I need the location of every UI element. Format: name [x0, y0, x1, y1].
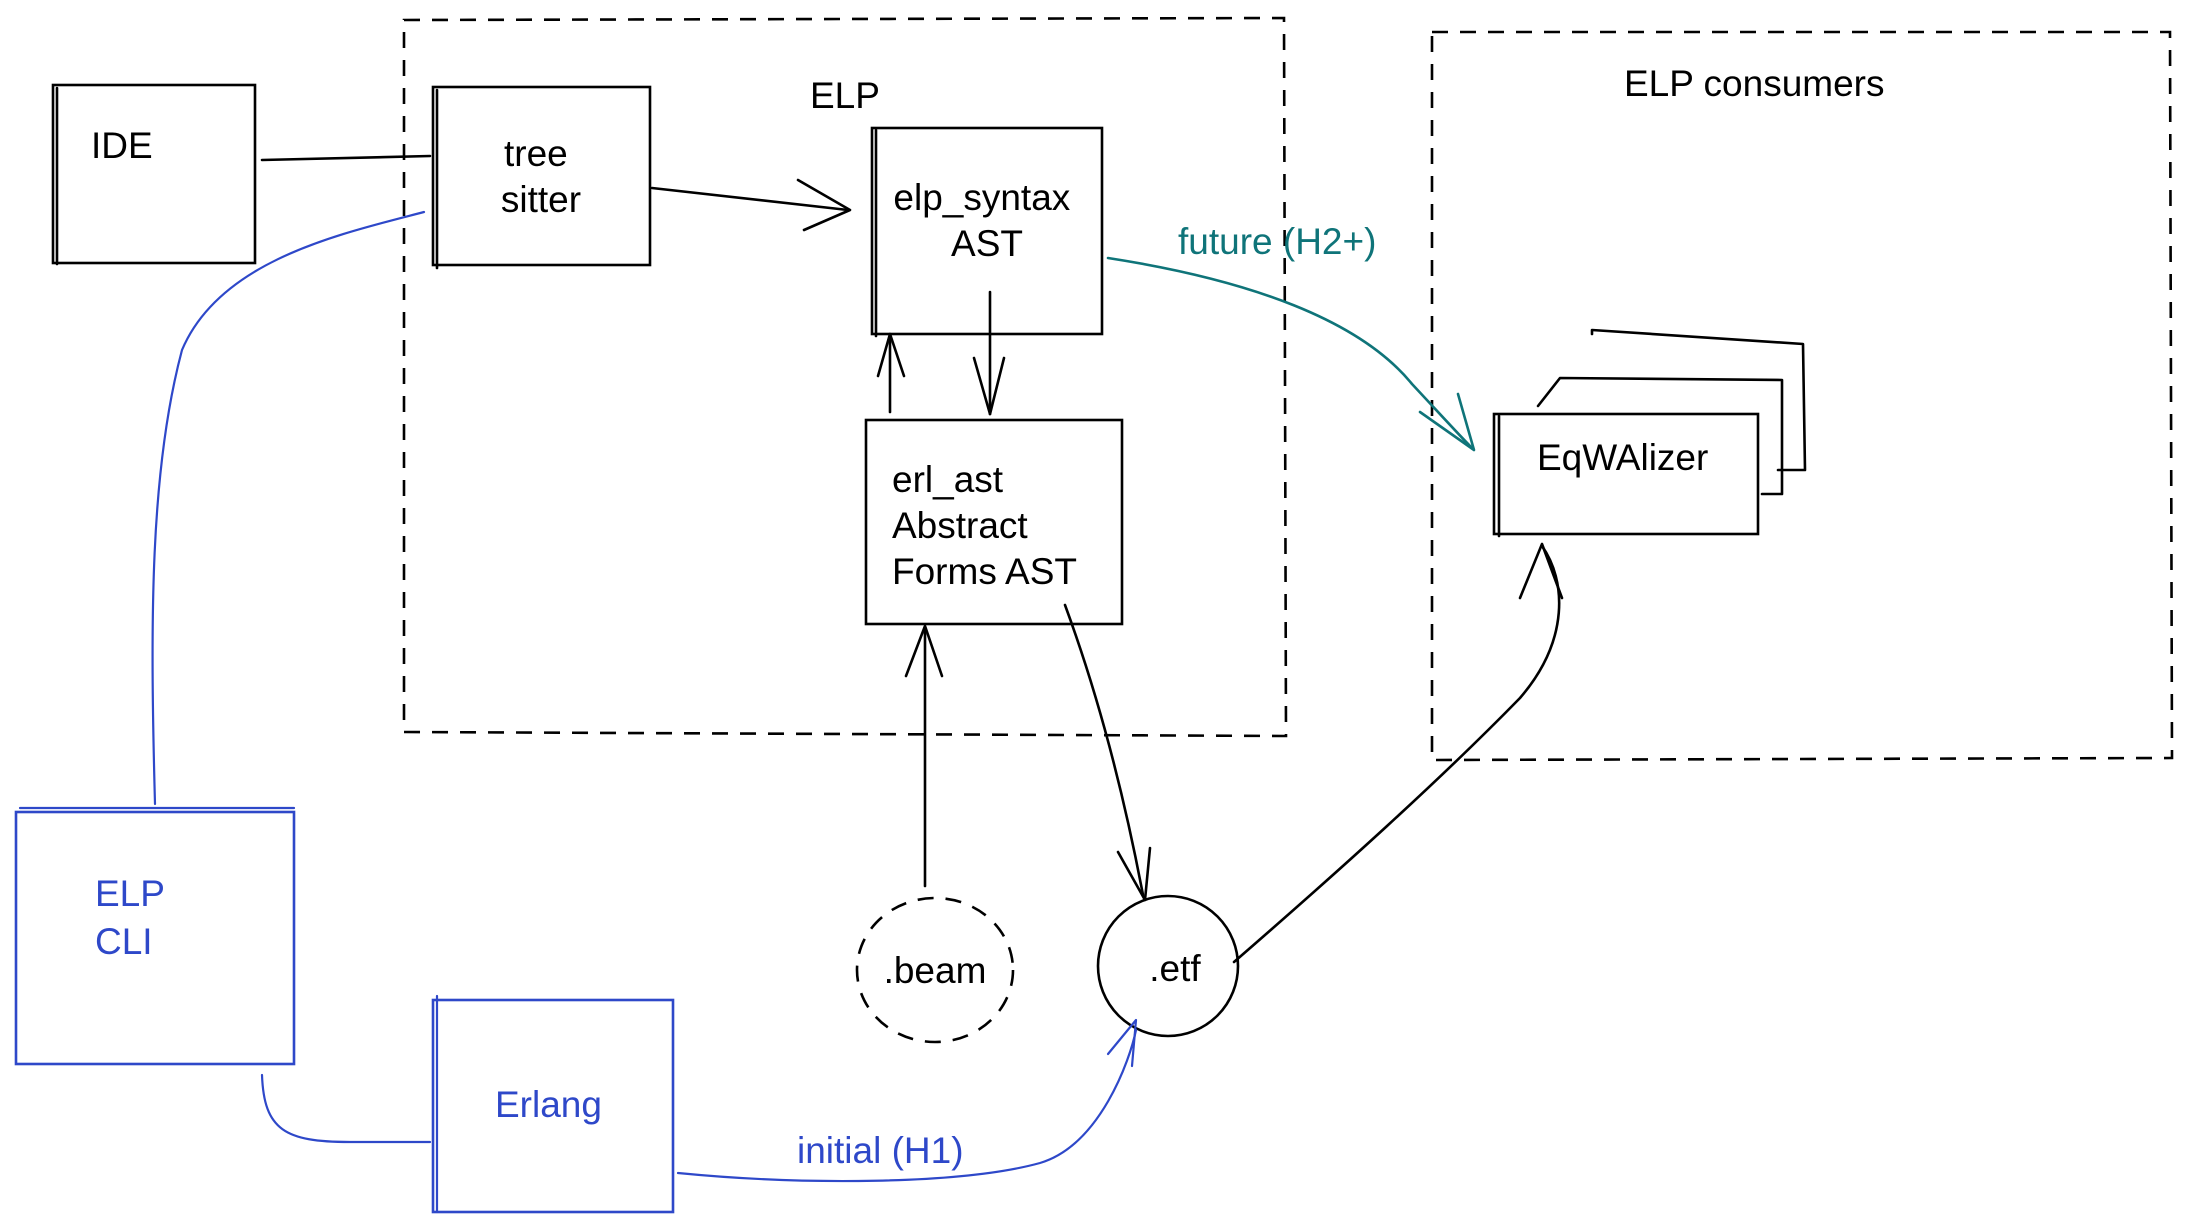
edge-elp-syntax-to-eqwalizer-arrowhead [1418, 392, 1476, 452]
edge-erl-ast-to-etf [1063, 603, 1145, 897]
elp-cli-node: ELP CLI [14, 806, 296, 1066]
tree-sitter-line-2: sitter [501, 179, 581, 220]
tree-sitter-box [431, 85, 652, 267]
elp-group: ELP [402, 16, 1288, 738]
beam-node: .beam [855, 896, 1015, 1044]
edge-etf-to-eqwalizer-arrowhead [1518, 542, 1564, 600]
erl-ast-line-3: Forms AST [892, 551, 1077, 592]
edge-elp-cli-to-erlang [260, 1073, 432, 1144]
elp-syntax-node: elp_syntax AST [870, 126, 1104, 338]
erlang-node: Erlang [431, 994, 675, 1214]
edge-tree-sitter-to-elp-syntax-arrowhead [796, 178, 852, 232]
elp-syntax-box [870, 126, 1104, 336]
edge-elp-syntax-to-erl-ast-arrowhead [972, 356, 1006, 416]
eqwalizer-label: EqWAlizer [1537, 437, 1708, 478]
beam-label: .beam [884, 950, 987, 991]
elp-syntax-line-1: elp_syntax [893, 177, 1070, 218]
edge-ide-to-tree-sitter [260, 154, 432, 162]
erlang-label: Erlang [495, 1084, 602, 1125]
tree-sitter-label: tree sitter [501, 133, 581, 220]
edge-initial-label: initial (H1) [797, 1130, 964, 1171]
elp-group-border [402, 16, 1288, 738]
beam-circle [855, 896, 1015, 1044]
edge-beam-to-erl-ast-arrowhead [904, 624, 944, 678]
edge-erlang-to-etf-arrowhead [1106, 1018, 1138, 1068]
tree-sitter-node: tree sitter [431, 85, 652, 270]
elp-syntax-label: elp_syntax AST [893, 177, 1080, 264]
erlang-box [431, 998, 675, 1214]
edge-elp-syntax-to-eqwalizer [1106, 256, 1474, 450]
elp-cli-label: ELP CLI [95, 873, 175, 962]
edge-erl-ast-to-elp-syntax-arrowhead [876, 332, 906, 378]
eqwalizer-stack-middle [1536, 376, 1784, 496]
edge-etf-to-eqwalizer [1232, 544, 1561, 964]
erl-ast-box [864, 418, 1124, 626]
elp-cli-line-2: CLI [95, 921, 153, 962]
consumers-group-label: ELP consumers [1624, 63, 1885, 104]
edge-future-label: future (H2+) [1178, 221, 1376, 262]
consumers-group: ELP consumers [1430, 30, 2174, 762]
etf-node: .etf [1096, 894, 1240, 1038]
erl-ast-node: erl_ast Abstract Forms AST [864, 418, 1124, 626]
ide-box [51, 83, 257, 265]
tree-sitter-line-1: tree [504, 133, 568, 174]
edge-tree-sitter-to-elp-syntax [650, 186, 850, 212]
elp-syntax-line-2: AST [951, 223, 1023, 264]
ide-label: IDE [91, 125, 153, 166]
edge-erlang-to-etf [676, 1028, 1138, 1183]
ide-node: IDE [51, 83, 257, 266]
erl-ast-line-2: Abstract [892, 505, 1028, 546]
eqwalizer-box [1492, 412, 1760, 536]
elp-cli-line-1: ELP [95, 873, 164, 914]
elp-cli-box [14, 810, 296, 1066]
edge-elp-cli-to-tree-sitter [151, 210, 426, 806]
eqwalizer-node: EqWAlizer [1492, 328, 1807, 538]
elp-group-label: ELP [810, 75, 880, 116]
erl-ast-line-1: erl_ast [892, 459, 1004, 500]
consumers-group-border [1430, 30, 2174, 762]
edges-teal: future (H2+) [1106, 221, 1476, 452]
edge-erl-ast-to-etf-arrowhead [1116, 846, 1152, 902]
edges-blue: initial (H1) [151, 210, 1138, 1183]
erl-ast-label: erl_ast Abstract Forms AST [892, 459, 1077, 592]
etf-label: .etf [1149, 948, 1201, 989]
eqwalizer-stack-back [1590, 328, 1807, 472]
etf-circle [1096, 894, 1240, 1038]
edges-black [260, 154, 1564, 964]
